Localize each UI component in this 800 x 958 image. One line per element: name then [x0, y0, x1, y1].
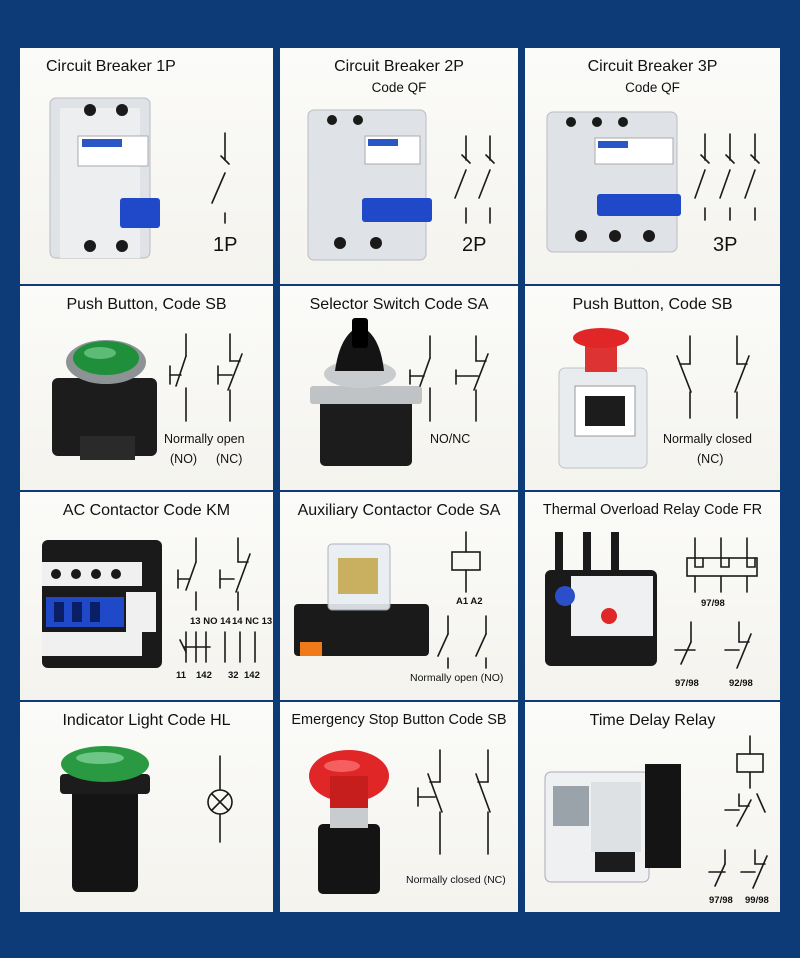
- cell-circuit-breaker-2p: Circuit Breaker 2P Code QF 2P: [280, 48, 518, 284]
- thermal-relay-symbol: [674, 537, 758, 669]
- cell-title: AC Contactor Code KM: [62, 502, 231, 519]
- terminal-label: 14 NC 13: [232, 616, 273, 627]
- cell-auxiliary-contactor: Auxiliary Contactor Code SA A1 A2 Normal…: [280, 492, 518, 700]
- cell-subtitle: Code QF: [371, 80, 427, 95]
- terminal-label: 142: [244, 670, 260, 681]
- breaker-3p-symbol: [694, 133, 760, 221]
- breaker-1p-illustration: [49, 97, 160, 259]
- caption-normally-closed: Normally closed (NC): [406, 874, 506, 886]
- selector-switch-symbol: [409, 335, 489, 422]
- cell-subtitle: Code QF: [625, 80, 680, 95]
- pole-label: 3P: [713, 234, 738, 256]
- cell-selector-switch: Selector Switch Code SA NO/NC: [280, 286, 518, 490]
- cell-title: Time Delay Relay: [589, 712, 716, 729]
- ac-contactor-illustration: [42, 540, 162, 668]
- cell-push-button-no-nc: Push Button, Code SB Normally open (NO) …: [20, 286, 273, 490]
- time-delay-relay-illustration: [544, 764, 681, 883]
- terminal-label: 11: [176, 670, 187, 681]
- caption-no: (NO): [170, 452, 198, 466]
- cell-emergency-stop: Emergency Stop Button Code SB Normally c…: [280, 702, 518, 912]
- pole-label: 2P: [462, 234, 487, 256]
- cell-title: Auxiliary Contactor Code SA: [297, 502, 501, 519]
- cell-circuit-breaker-1p: Circuit Breaker 1P 1P: [20, 48, 273, 284]
- selector-switch-illustration: [310, 318, 422, 466]
- pole-label: 1P: [213, 234, 238, 256]
- cell-title: Push Button, Code SB: [572, 296, 733, 313]
- breaker-1p-symbol: [211, 132, 230, 224]
- cell-indicator-light: Indicator Light Code HL: [20, 702, 273, 912]
- breaker-3p-illustration: [546, 111, 681, 253]
- cell-title: Circuit Breaker 3P: [587, 58, 718, 75]
- emergency-stop-symbol: [417, 749, 491, 855]
- terminal-label: 32: [228, 670, 239, 681]
- caption-normally-open: Normally open: [164, 432, 245, 446]
- terminal-label: 97/98: [709, 895, 733, 906]
- cell-circuit-breaker-3p: Circuit Breaker 3P Code QF 3P: [525, 48, 780, 284]
- auxiliary-contactor-symbol: [437, 531, 487, 669]
- cell-title: Selector Switch Code SA: [309, 296, 489, 313]
- push-button-nc-symbol: [676, 335, 750, 419]
- cell-title: Push Button, Code SB: [66, 296, 227, 313]
- cell-title: Indicator Light Code HL: [62, 712, 231, 729]
- push-button-symbol: [169, 333, 243, 422]
- cell-title: Circuit Breaker 1P: [46, 58, 176, 75]
- ac-contactor-symbol: [177, 537, 256, 663]
- component-grid: Circuit Breaker 1P 1P Circuit Breaker 2P…: [20, 48, 780, 912]
- emergency-stop-illustration: [309, 750, 389, 894]
- caption-nc: (NC): [216, 452, 243, 466]
- terminal-label: 97/98: [675, 678, 699, 689]
- push-button-red-illustration: [558, 328, 648, 469]
- cell-thermal-overload-relay: Thermal Overload Relay Code FR 97/98 97/…: [525, 492, 780, 700]
- push-button-green-illustration: [52, 340, 157, 460]
- time-delay-relay-symbol: [708, 735, 768, 889]
- cell-push-button-nc: Push Button, Code SB Normally closed (NC…: [525, 286, 780, 490]
- coil-terminal-label: A1 A2: [456, 596, 483, 607]
- terminal-label: 13 NO 14: [190, 616, 231, 627]
- caption-normally-open: Normally open (NO): [410, 672, 504, 684]
- breaker-2p-illustration: [307, 109, 432, 261]
- breaker-2p-symbol: [454, 135, 495, 224]
- cell-time-delay-relay: Time Delay Relay 97/98 99/98: [525, 702, 780, 912]
- indicator-light-symbol: [207, 755, 233, 843]
- indicator-light-illustration: [60, 746, 150, 892]
- terminal-label: 142: [196, 670, 212, 681]
- terminal-label: 92/98: [729, 678, 753, 689]
- auxiliary-relay-illustration: [294, 543, 429, 656]
- caption-normally-closed: Normally closed: [663, 432, 752, 446]
- terminal-label: 99/98: [745, 895, 769, 906]
- cell-title: Circuit Breaker 2P: [334, 58, 464, 75]
- cell-title: Thermal Overload Relay Code FR: [542, 502, 763, 518]
- caption-nc: (NC): [697, 452, 724, 466]
- cell-title: Emergency Stop Button Code SB: [291, 712, 507, 728]
- terminal-label: 97/98: [701, 598, 725, 609]
- thermal-relay-illustration: [545, 532, 657, 666]
- cell-ac-contactor: AC Contactor Code KM 13 NO 14 14 NC 13 1…: [20, 492, 273, 700]
- caption-no-nc: NO/NC: [430, 432, 471, 446]
